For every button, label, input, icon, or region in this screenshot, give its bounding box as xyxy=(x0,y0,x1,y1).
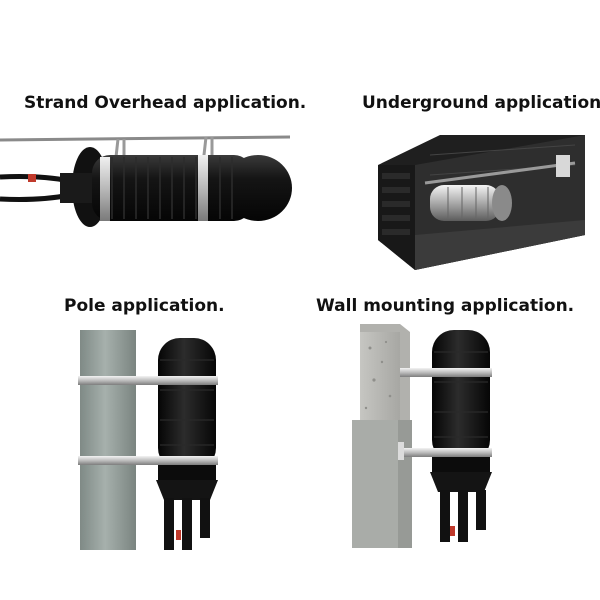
pole-mounting-illustration xyxy=(78,330,218,550)
strand-overhead-illustration xyxy=(0,135,292,227)
caption-strand-overhead: Strand Overhead application. xyxy=(24,93,307,113)
underground-vault-illustration xyxy=(378,135,585,270)
caption-pole: Pole application. xyxy=(64,296,225,316)
caption-wall-mounting: Wall mounting application. xyxy=(316,296,575,316)
wall-mounting-illustration xyxy=(352,324,492,548)
caption-underground: Underground application. xyxy=(362,93,600,113)
